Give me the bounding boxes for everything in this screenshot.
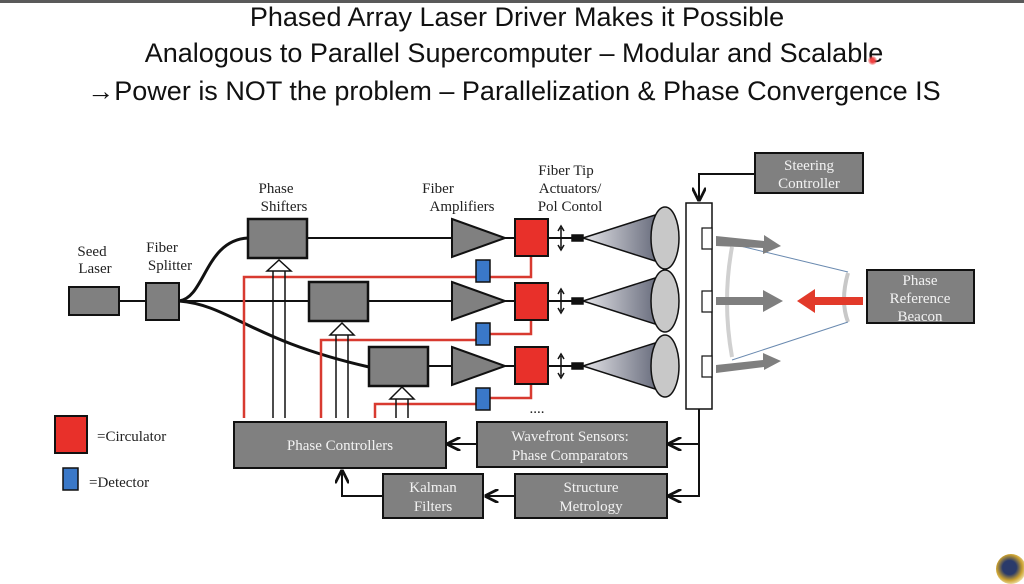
- aperture-window-2: [701, 290, 713, 313]
- circulator-3: [514, 346, 549, 385]
- phase-shifter-3: [367, 345, 430, 388]
- structure-metrology-block: [514, 473, 668, 519]
- phased-array-diagram: Seed Laser Fiber Splitter Phase Shifters…: [54, 152, 975, 519]
- legend-detector-swatch: [62, 467, 79, 491]
- steering-controller-block: [754, 152, 864, 194]
- beacon-arrow: [797, 289, 863, 313]
- feedback-line-2: [319, 338, 476, 418]
- legend-circulator-label: =Circulator: [97, 429, 166, 445]
- label-seed-laser-2: Laser: [78, 261, 111, 277]
- slide-title-line-1: Phased Array Laser Driver Makes it Possi…: [249, 2, 785, 32]
- fiber-branch-bottom: [178, 299, 370, 369]
- wavefront-sensor-arrow: [669, 409, 700, 444]
- phase-controllers-label: Phase Controllers: [287, 438, 393, 454]
- structure-metrology-label-2: Metrology: [559, 499, 623, 515]
- fiber-amplifier-2: [451, 280, 508, 322]
- label-fiber-splitter-2: Splitter: [148, 258, 192, 274]
- beam-expander-1: [580, 206, 680, 270]
- detector-2: [475, 322, 491, 346]
- detector-3: [475, 387, 491, 411]
- control-arrow-2: [328, 321, 356, 418]
- label-fiber-splitter-1: Fiber: [146, 240, 178, 256]
- presenter-avatar-icon: [996, 554, 1024, 584]
- kalman-filters-block: [382, 473, 484, 519]
- label-fiber-tip-1: Fiber Tip: [538, 163, 593, 179]
- beam-arrow-2: [716, 290, 783, 312]
- aperture-window-3: [701, 355, 713, 378]
- steering-controller-label-2: Controller: [778, 176, 840, 192]
- window-top-bar: [0, 0, 1024, 3]
- kalman-filters-label-1: Kalman: [409, 480, 457, 496]
- beam-expander-2: [580, 269, 680, 333]
- ellipsis-more-channels: ....: [530, 401, 545, 417]
- label-seed-laser-1: Seed: [77, 244, 107, 260]
- circulator-2: [514, 282, 549, 321]
- legend-detector-label: =Detector: [89, 475, 149, 491]
- phase-reference-beacon-block: [866, 269, 975, 324]
- metrology-arrow: [669, 444, 700, 496]
- wavefront-sensors-label-2: Phase Comparators: [512, 448, 628, 464]
- phase-controllers-block: [233, 421, 447, 469]
- beacon-label-3: Beacon: [898, 309, 943, 325]
- control-arrow-1: [265, 258, 293, 418]
- beacon-label-1: Phase: [903, 273, 938, 289]
- feedback-line-1: [242, 275, 476, 418]
- fiber-amplifier-1: [451, 217, 508, 259]
- steering-arrow: [699, 173, 755, 200]
- label-fiber-amplifiers-2: Amplifiers: [430, 199, 495, 215]
- steering-controller-label-1: Steering: [784, 158, 834, 174]
- kalman-to-controller-arrow: [342, 471, 383, 497]
- slide-title-line-3: →Power is NOT the problem – Parallelizat…: [87, 76, 941, 106]
- label-phase-shifters-1: Phase: [259, 181, 294, 197]
- detector-1: [475, 259, 491, 283]
- label-fiber-tip-2: Actuators/: [539, 181, 602, 197]
- beam-arrow-3: [716, 353, 781, 373]
- fiber-amplifier-3: [451, 345, 508, 387]
- kalman-filters-label-2: Filters: [414, 499, 452, 515]
- beam-arrow-1: [716, 235, 781, 254]
- beacon-label-2: Reference: [890, 291, 951, 307]
- laser-pointer-cursor: [868, 56, 877, 65]
- feedback-line-3: [373, 402, 476, 418]
- phase-shifter-1: [246, 217, 309, 260]
- structure-metrology-label-1: Structure: [564, 480, 619, 496]
- detector-link-3: [490, 384, 533, 400]
- label-fiber-amplifiers-1: Fiber: [422, 181, 454, 197]
- label-phase-shifters-2: Shifters: [261, 199, 308, 215]
- beam-expander-3: [580, 334, 680, 398]
- seed-laser-block: [68, 286, 120, 316]
- legend-circulator-swatch: [54, 415, 88, 454]
- circulator-1: [514, 218, 549, 257]
- wavefront-sensors-label-1: Wavefront Sensors:: [511, 429, 629, 445]
- fiber-branch-top: [178, 236, 249, 303]
- label-fiber-tip-3: Pol Contol: [538, 199, 603, 215]
- aperture-window-1: [701, 227, 713, 250]
- slide-title-line-2: Analogous to Parallel Supercomputer – Mo…: [144, 38, 884, 68]
- detector-link-1: [490, 255, 533, 279]
- phase-shifter-2: [307, 280, 370, 323]
- fiber-splitter-block: [145, 282, 180, 321]
- beam-envelope-bottom: [731, 321, 849, 361]
- beam-envelope-top: [731, 243, 849, 273]
- fiber-tip-actuators: [548, 224, 584, 380]
- control-arrow-3: [388, 385, 416, 418]
- detector-link-2: [490, 320, 533, 336]
